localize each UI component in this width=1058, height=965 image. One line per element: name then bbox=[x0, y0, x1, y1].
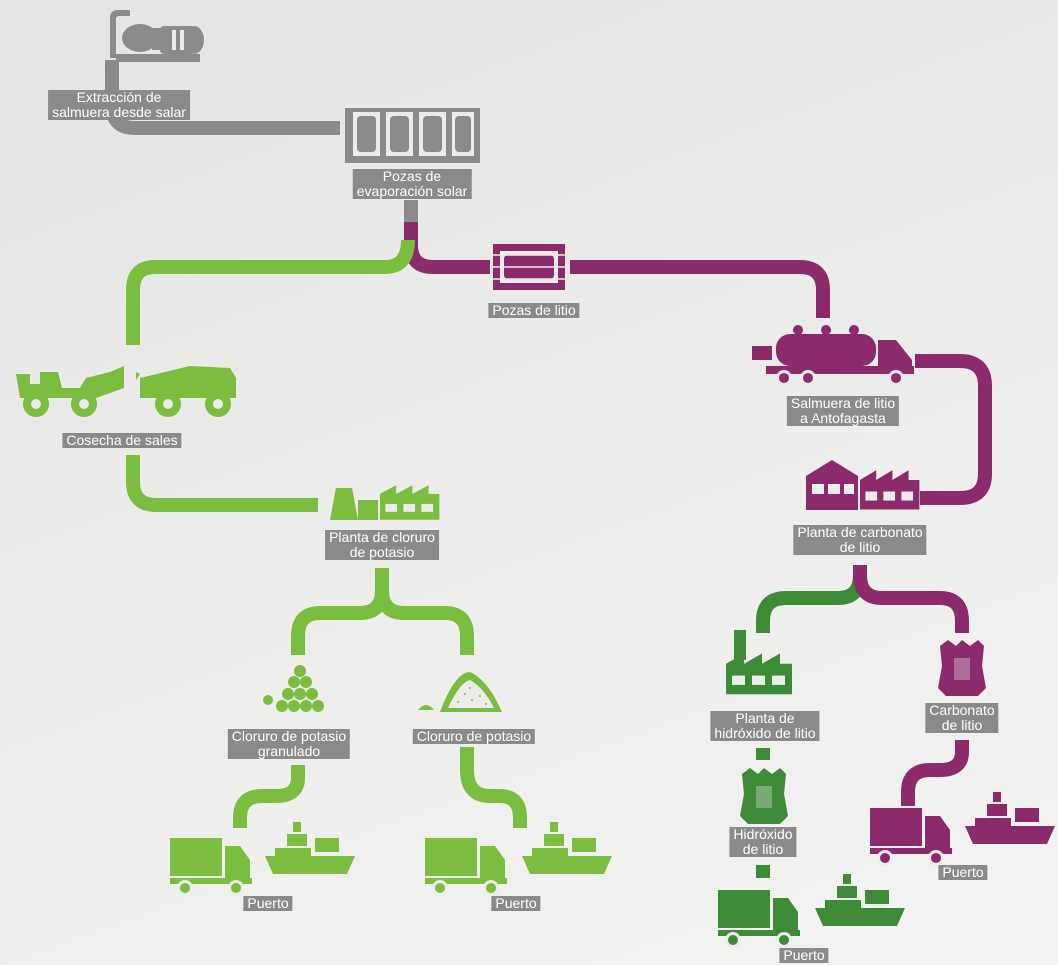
port-label: Puerto bbox=[491, 896, 541, 911]
lithium-hydroxide-label: Hidróxido de litio bbox=[729, 826, 797, 857]
pipe-granulated-to-port bbox=[233, 765, 305, 828]
kcl-label: Cloruro de potasio bbox=[412, 729, 536, 744]
lithium-hydroxide-plant-icon bbox=[726, 630, 792, 695]
lithium-carbonate-bag-icon bbox=[938, 640, 986, 696]
label-line: de potasio bbox=[349, 544, 415, 560]
loader-and-dump-truck-icon bbox=[16, 366, 236, 417]
carbonate-plant-label: Planta de carbonato de litio bbox=[793, 524, 927, 555]
label-line: Planta de bbox=[735, 710, 795, 726]
port-label: Puerto bbox=[938, 865, 988, 880]
lithium-ponds-label: Pozas de litio bbox=[488, 303, 580, 318]
port-label: Puerto bbox=[243, 896, 293, 911]
label-line: Planta de carbonato bbox=[797, 524, 923, 540]
granulated-kcl-label: Cloruro de potasio granulado bbox=[227, 728, 351, 759]
evaporation-ponds-icon bbox=[345, 105, 480, 163]
label-line: de litio bbox=[839, 539, 881, 555]
lithium-pond-icon bbox=[493, 244, 565, 290]
tanker-truck-icon bbox=[752, 325, 914, 386]
pipe-tanker-to-carbonate bbox=[915, 354, 992, 505]
label-line: hidróxido de litio bbox=[714, 725, 816, 741]
pipe-to-carbonate-bag bbox=[853, 565, 969, 633]
label-line: Planta de cloruro bbox=[329, 529, 435, 545]
truck-and-ship-icon bbox=[425, 822, 612, 896]
brine-extraction-label: Extracción de salmuera desde salar bbox=[48, 90, 190, 120]
truck-and-ship-icon bbox=[170, 822, 355, 896]
label-line: de litio bbox=[742, 841, 784, 857]
pump-icon bbox=[110, 10, 204, 62]
pipe-carbonate-to-port bbox=[901, 740, 969, 806]
lithium-carbonate-label: Carbonato de litio bbox=[925, 702, 999, 733]
label-line: granulado bbox=[257, 743, 321, 759]
lithium-hydroxide-bag-icon bbox=[740, 768, 788, 824]
label-line: Carbonato bbox=[929, 702, 995, 718]
truck-and-ship-icon bbox=[718, 874, 905, 948]
label-line: evaporación solar bbox=[356, 183, 468, 199]
label-line: Pozas de bbox=[382, 168, 442, 184]
pipe-to-tanker bbox=[570, 260, 830, 318]
label-line: Extracción de bbox=[76, 89, 162, 105]
label-line: Salmuera de litio bbox=[790, 395, 896, 411]
truck-and-ship-icon bbox=[870, 792, 1055, 866]
pipe-to-harvest bbox=[126, 239, 415, 345]
label-line: de litio bbox=[941, 717, 983, 733]
kcl-plant-label: Planta de cloruro de potasio bbox=[325, 530, 439, 560]
flow-pipes bbox=[105, 60, 992, 878]
granules-icon bbox=[263, 665, 324, 712]
pipe-kcl-split bbox=[291, 568, 474, 655]
brine-transport-label: Salmuera de litio a Antofagasta bbox=[786, 395, 900, 426]
lithium-carbonate-plant-icon bbox=[806, 460, 920, 510]
powder-pile-icon bbox=[418, 672, 502, 712]
label-line: a Antofagasta bbox=[800, 410, 886, 426]
salt-harvest-label: Cosecha de sales bbox=[62, 433, 182, 448]
pipe-to-hydroxide bbox=[756, 565, 867, 633]
label-line: Hidróxido bbox=[733, 826, 793, 842]
label-line: Cloruro de potasio bbox=[231, 728, 347, 744]
hydroxide-plant-label: Planta de hidróxido de litio bbox=[710, 710, 820, 741]
pipe-to-kcl-plant bbox=[126, 455, 318, 512]
port-label: Puerto bbox=[779, 948, 829, 963]
potassium-chloride-plant-icon bbox=[330, 485, 440, 520]
label-line: salmuera desde salar bbox=[52, 104, 186, 120]
pipe-kcl-to-port bbox=[460, 747, 527, 828]
solar-ponds-label: Pozas de evaporación solar bbox=[352, 168, 472, 199]
pipe-to-lithium-ponds bbox=[404, 222, 490, 274]
